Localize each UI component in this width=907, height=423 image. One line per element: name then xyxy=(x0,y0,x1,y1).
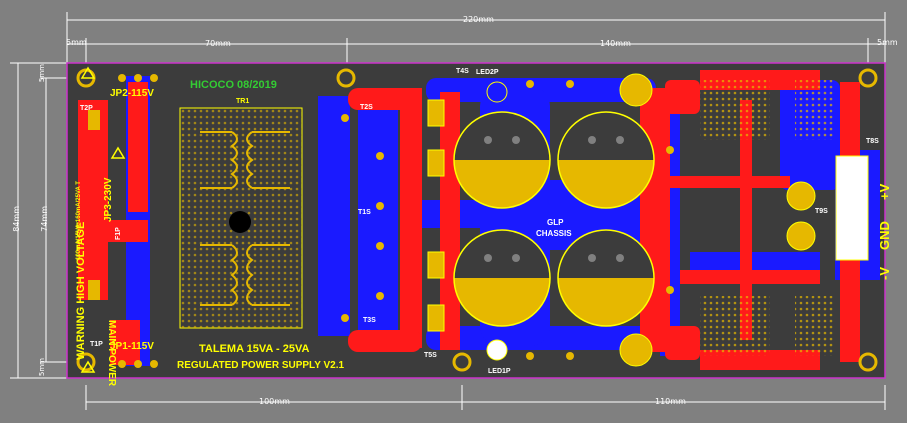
transformer-ref: TR1 xyxy=(236,98,250,105)
jp1-label: JP1-115V xyxy=(110,341,154,352)
ref-t2s: T2S xyxy=(360,104,373,111)
ref-t1p: T1P xyxy=(90,341,103,348)
jp2-label: JP2-115V xyxy=(110,88,154,99)
jp3-label: JP3-230V xyxy=(103,177,114,222)
dim-left-section: 70mm xyxy=(205,39,231,48)
ref-t3s: T3S xyxy=(363,317,376,324)
dim-margin-left: 5mm xyxy=(66,38,87,47)
filter-capacitors xyxy=(453,111,655,327)
output-minus-label: -V xyxy=(877,267,892,280)
output-plus-label: +V xyxy=(877,183,892,200)
dim-overall-width: 220mm xyxy=(463,15,494,24)
transformer-name: TALEMA 15VA - 25VA xyxy=(199,343,310,355)
dim-height-total: 84mm xyxy=(12,206,21,232)
dim-bottom-right: 110mm xyxy=(655,397,686,406)
board-title: REGULATED POWER SUPPLY V2.1 xyxy=(177,360,345,371)
top-copper xyxy=(78,70,860,370)
author-date: HICOCO 08/2019 xyxy=(190,79,277,91)
chassis-label: CHASSIS xyxy=(536,229,572,238)
main-power-label: MAIN POWER xyxy=(106,320,117,387)
glp-label: GLP xyxy=(547,218,564,227)
pads xyxy=(88,74,674,368)
led-bottom-label: LED1P xyxy=(488,368,511,375)
transformer xyxy=(179,107,303,329)
dim-height-inner: 74mm xyxy=(40,206,49,232)
ref-t1s: T1S xyxy=(358,209,371,216)
ref-t9s: T9S xyxy=(815,208,828,215)
mounting-holes xyxy=(76,68,878,372)
dim-edge-bottom: 5mm xyxy=(38,358,46,377)
small-capacitors xyxy=(486,73,816,367)
ref-t5s: T5S xyxy=(424,352,437,359)
heatsink-areas xyxy=(700,80,869,356)
dim-edge-top: 5mm xyxy=(38,64,46,83)
dim-bottom-left: 100mm xyxy=(259,397,290,406)
dim-right-section: 140mm xyxy=(600,39,631,48)
warning-icon xyxy=(80,66,126,373)
ref-t4s: T4S xyxy=(456,68,469,75)
rectifier-diodes xyxy=(427,99,445,332)
led-top-label: LED2P xyxy=(476,69,499,76)
output-gnd-label: GND xyxy=(877,221,892,250)
dim-margin-right: 5mm xyxy=(877,38,898,47)
ref-t8s: T8S xyxy=(866,138,879,145)
ref-t2p: T2P xyxy=(80,105,93,112)
fuse-note: 100mA/15VA-160mA/25VA T xyxy=(76,181,82,260)
fuse-label: F1P xyxy=(115,227,122,240)
